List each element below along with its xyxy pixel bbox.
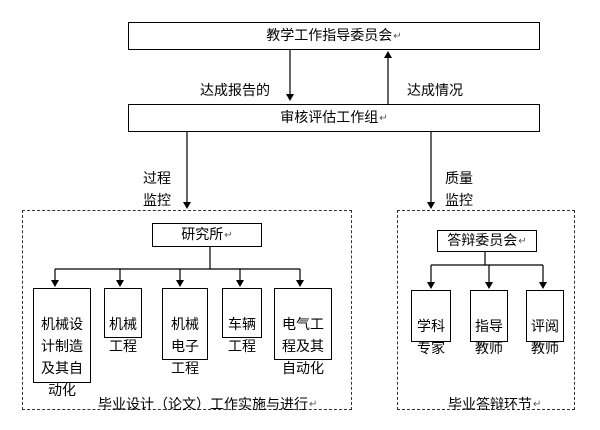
paragraph-mark: ↵ — [393, 30, 402, 42]
teaching-steering-committee-box: 教学工作指导委员会↵ — [128, 22, 540, 50]
paragraph-mark: ↵ — [379, 112, 388, 124]
paragraph-mark: ↵ — [518, 235, 527, 247]
major-electrical-engineering-label: 电气工 程及其 自动化 — [282, 317, 324, 377]
major-mechanical-engineering-box: 机械 工程 — [104, 288, 142, 355]
major-vehicle-engineering-label: 车辆 工程 — [228, 317, 256, 355]
paragraph-mark: ↵ — [309, 399, 318, 410]
major-vehicle-engineering-box: 车辆 工程 — [222, 288, 262, 355]
major-mechanical-design-box: 机械设 计制造 及其自 动化 — [33, 288, 91, 399]
defense-stage-caption-wrap: 毕业答辩环节↵ — [448, 372, 541, 416]
process-monitoring-label: 过程 监控 — [143, 171, 171, 209]
member-reviewers-label: 评阅 教师 — [531, 319, 559, 357]
paragraph-mark: ↵ — [533, 399, 542, 410]
defense-stage-caption: 毕业答辩环节 — [448, 397, 532, 413]
major-mechatronics-label: 机械 电子 工程 — [171, 317, 199, 377]
member-supervisors-box: 指导 教师 — [470, 290, 508, 357]
thesis-implementation-caption-wrap: 毕业设计（论文）工作实施与进行↵ — [98, 372, 317, 416]
major-mechatronics-box: 机械 电子 工程 — [162, 288, 208, 377]
process-monitoring-label-wrap: 过程 监控 — [143, 146, 171, 212]
member-supervisors-label: 指导 教师 — [475, 319, 503, 357]
defense-committee-label: 答辩委员会 — [447, 232, 518, 249]
paragraph-mark: ↵ — [224, 229, 233, 241]
major-electrical-engineering-box: 电气工 程及其 自动化 — [274, 288, 332, 377]
thesis-implementation-caption: 毕业设计（论文）工作实施与进行 — [98, 397, 308, 413]
review-evaluation-group-label: 审核评估工作组 — [280, 109, 379, 126]
review-evaluation-group-box: 审核评估工作组↵ — [128, 104, 540, 132]
major-mechanical-engineering-label: 机械 工程 — [109, 317, 137, 355]
defense-stage-group — [397, 210, 575, 410]
research-institute-label: 研究所 — [181, 226, 224, 243]
research-institute-box: 研究所↵ — [152, 223, 262, 247]
thesis-implementation-group — [22, 210, 352, 410]
quality-monitoring-label: 质量 监控 — [445, 171, 473, 209]
member-reviewers-box: 评阅 教师 — [526, 290, 564, 357]
member-subject-experts-box: 学科 专家 — [411, 290, 451, 357]
teaching-steering-committee-label: 教学工作指导委员会 — [266, 27, 393, 44]
major-mechanical-design-label: 机械设 计制造 及其自 动化 — [41, 317, 83, 399]
defense-committee-box: 答辩委员会↵ — [437, 230, 537, 252]
quality-monitoring-label-wrap: 质量 监控 — [445, 146, 473, 212]
member-subject-experts-label: 学科 专家 — [417, 319, 445, 357]
